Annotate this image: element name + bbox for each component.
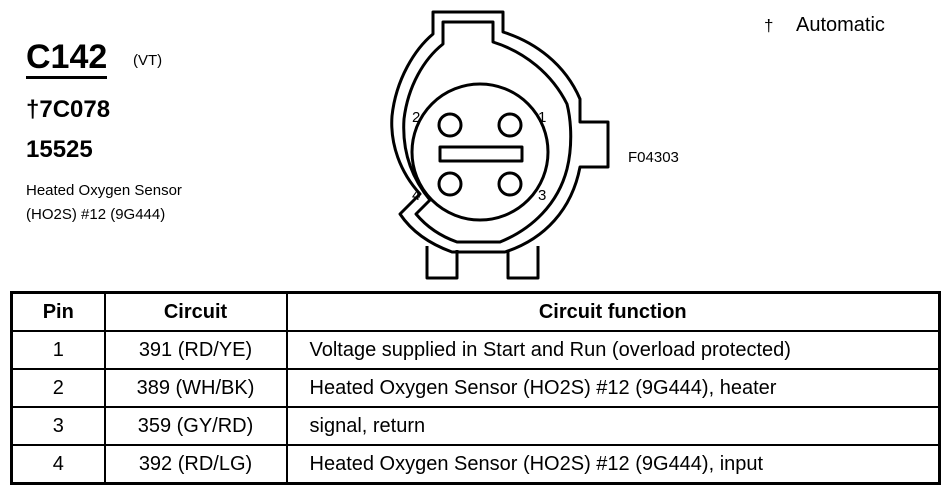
legend-symbol: † (764, 16, 774, 35)
circuit-cell: 391 (RD/YE) (103, 330, 288, 370)
connector-id: C142 (26, 40, 108, 79)
part-number: †7C078 (26, 98, 110, 122)
dagger-symbol: † (26, 96, 40, 123)
pin-label-2: 2 (412, 109, 420, 126)
pin-cell: 4 (10, 444, 106, 485)
part-number-value: 7C078 (39, 96, 111, 123)
legend-label: Automatic (796, 14, 885, 36)
table-row: 1 391 (RD/YE) Voltage supplied in Start … (10, 330, 941, 370)
connector-face-diagram: 2 1 4 3 (390, 10, 610, 280)
header-circuit: Circuit (103, 291, 288, 332)
pin-cell: 1 (10, 330, 106, 370)
header-function: Circuit function (285, 291, 941, 332)
function-cell: signal, return (285, 406, 941, 446)
circuit-cell: 359 (GY/RD) (103, 406, 288, 446)
function-cell: Heated Oxygen Sensor (HO2S) #12 (9G444),… (285, 368, 941, 408)
table-header-row: Pin Circuit Circuit function (10, 291, 941, 332)
table-row: 4 392 (RD/LG) Heated Oxygen Sensor (HO2S… (10, 444, 941, 485)
circuit-cell: 389 (WH/BK) (103, 368, 288, 408)
pin-field-circle (410, 82, 550, 222)
terminal-leg-right (506, 246, 540, 280)
pin-3-socket (497, 171, 523, 197)
connector-housing-inner (402, 20, 573, 244)
table-row: 3 359 (GY/RD) signal, return (10, 406, 941, 446)
figure-id: F04303 (628, 149, 679, 166)
function-cell: Voltage supplied in Start and Run (overl… (285, 330, 941, 370)
pin-label-4: 4 (412, 187, 420, 204)
function-cell: Heated Oxygen Sensor (HO2S) #12 (9G444),… (285, 444, 941, 485)
description-line-1: Heated Oxygen Sensor (26, 182, 182, 199)
pinout-table: Pin Circuit Circuit function 1 391 (RD/Y… (10, 291, 941, 485)
connector-housing-outline (390, 10, 610, 254)
center-key-slot (438, 145, 524, 163)
pin-cell: 2 (10, 368, 106, 408)
pin-label-3: 3 (538, 187, 546, 204)
circuit-cell: 392 (RD/LG) (103, 444, 288, 485)
pin-label-1: 1 (538, 109, 546, 126)
pin-cell: 3 (10, 406, 106, 446)
header-pin: Pin (10, 291, 106, 332)
pin-1-socket (497, 112, 523, 138)
connector-variant: (VT) (133, 52, 163, 69)
harness-number: 15525 (26, 136, 93, 163)
pin-2-socket (437, 112, 463, 138)
terminal-leg-left (425, 246, 459, 280)
table-row: 2 389 (WH/BK) Heated Oxygen Sensor (HO2S… (10, 368, 941, 408)
pin-4-socket (437, 171, 463, 197)
legend: † Automatic (764, 14, 885, 37)
description-line-2: (HO2S) #12 (9G444) (26, 206, 166, 223)
